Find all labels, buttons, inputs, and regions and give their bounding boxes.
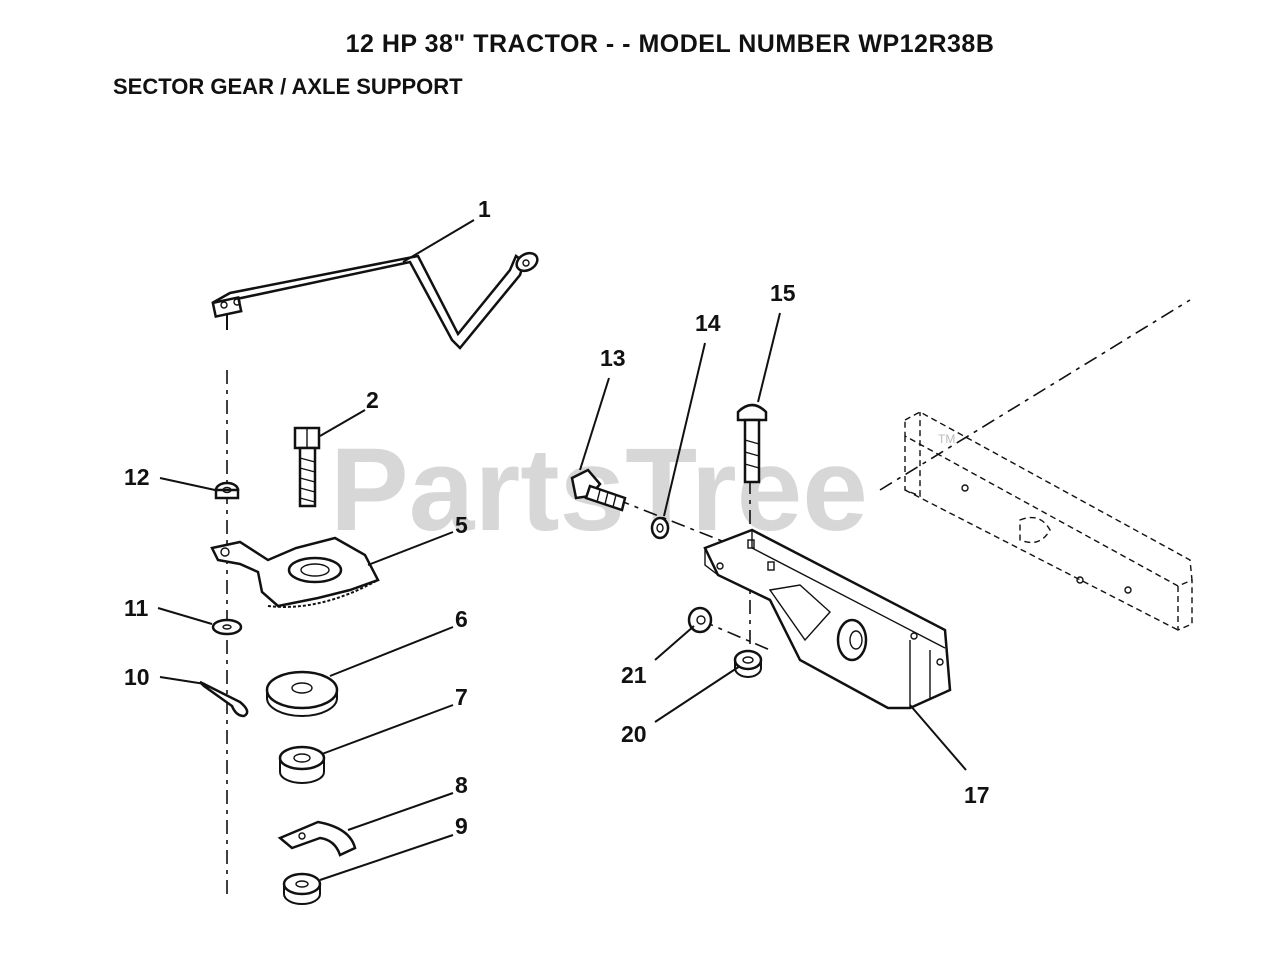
part-10-cotter-pin[interactable] bbox=[199, 680, 249, 718]
diagram-title: 12 HP 38" TRACTOR - - MODEL NUMBER WP12R… bbox=[345, 30, 995, 58]
part-2-hex-bolt[interactable] bbox=[293, 426, 321, 508]
part-14-washer[interactable] bbox=[650, 516, 670, 540]
part-17-axle-support[interactable] bbox=[703, 528, 952, 710]
callout-20: 20 bbox=[621, 721, 647, 747]
callout-21: 21 bbox=[621, 662, 647, 688]
callout-9: 9 bbox=[455, 813, 468, 839]
phantom-front-axle bbox=[904, 411, 1193, 632]
callout-12: 12 bbox=[124, 464, 150, 490]
part-9-lock-nut[interactable] bbox=[282, 872, 322, 905]
callout-11: 11 bbox=[124, 595, 149, 621]
part-7-hex-nut[interactable] bbox=[278, 745, 326, 784]
watermark-trademark: TM bbox=[938, 432, 955, 446]
part-21-nut[interactable] bbox=[687, 606, 713, 634]
part-13-hex-bolt[interactable] bbox=[570, 468, 627, 512]
part-15-carriage-bolt[interactable] bbox=[736, 403, 768, 484]
callout-1: 1 bbox=[478, 196, 491, 222]
leader-lines bbox=[157, 219, 967, 881]
diagram-subtitle: SECTOR GEAR / AXLE SUPPORT bbox=[113, 74, 463, 99]
callout-5: 5 bbox=[455, 512, 468, 538]
part-11-washer[interactable] bbox=[211, 618, 243, 636]
part-6-flat-washer[interactable] bbox=[265, 670, 339, 717]
callout-8: 8 bbox=[455, 772, 468, 798]
part-5-sector-gear[interactable] bbox=[210, 536, 380, 608]
part-20-nut[interactable] bbox=[733, 649, 763, 678]
callout-17: 17 bbox=[964, 782, 990, 808]
part-8-clip[interactable] bbox=[277, 820, 357, 857]
callout-10: 10 bbox=[124, 664, 150, 690]
callout-14: 14 bbox=[695, 310, 721, 336]
callout-2: 2 bbox=[366, 387, 379, 413]
callout-13: 13 bbox=[600, 345, 626, 371]
part-1-drag-link[interactable] bbox=[211, 250, 541, 350]
callout-labels: 1 2 5 6 7 8 9 10 11 12 13 14 15 17 20 21 bbox=[124, 196, 990, 839]
callout-15: 15 bbox=[770, 280, 796, 306]
callout-7: 7 bbox=[455, 684, 468, 710]
callout-6: 6 bbox=[455, 606, 468, 632]
part-12-nut[interactable] bbox=[214, 481, 240, 500]
